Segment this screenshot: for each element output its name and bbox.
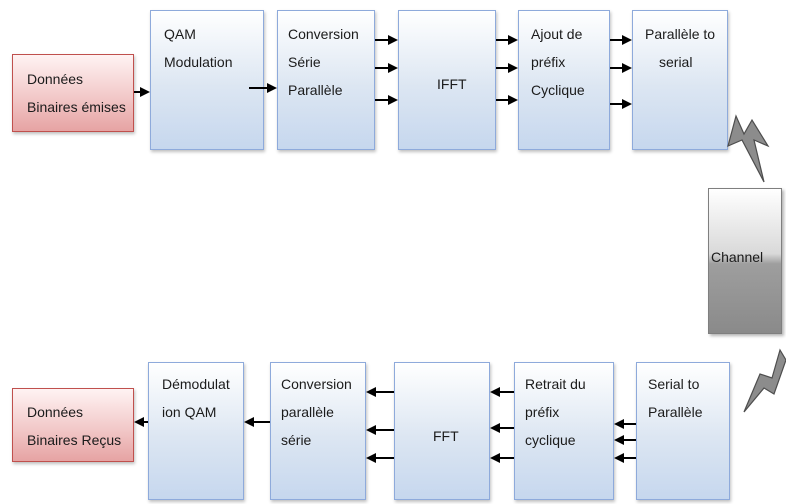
rx-parallel-to-serial-label-line1: Conversion: [281, 376, 352, 392]
serial-to-parallel-label-line3: Parallèle: [288, 82, 343, 98]
rx-parallel-to-serial-label-line2: parallèle: [281, 404, 334, 420]
fft-label: FFT: [433, 428, 459, 444]
cyclic-prefix-remove-label-line2: préfix: [525, 404, 560, 420]
serial-to-parallel-label-line2: Série: [288, 54, 321, 70]
serial-to-parallel-label-line1: Conversion: [288, 26, 359, 42]
qam-demodulation-block: Démodulat ion QAM: [148, 362, 244, 500]
cyclic-prefix-remove-label-line1: Retrait du: [525, 376, 586, 392]
cyclic-prefix-remove-label-line3: cyclique: [525, 432, 576, 448]
output-data-label-line1: Données: [27, 404, 84, 420]
ifft-block: IFFT: [398, 10, 496, 150]
cyclic-prefix-add-label-line1: Ajout de: [531, 26, 583, 42]
parallel-to-serial-label-line2: serial: [659, 54, 693, 70]
output-data-label-line2: Binaires Reçus: [27, 432, 122, 448]
fft-block: FFT: [394, 362, 490, 500]
cyclic-prefix-remove-block: Retrait du préfix cyclique: [514, 362, 614, 500]
output-data-block: Données Binaires Reçus: [12, 388, 134, 462]
rx-parallel-to-serial-label-line3: série: [281, 432, 312, 448]
lightning-bolt-icon: [743, 348, 786, 413]
qam-modulation-label-line2: Modulation: [164, 54, 233, 70]
ifft-label: IFFT: [437, 76, 467, 92]
rx-serial-to-parallel-label-line1: Serial to: [648, 376, 700, 392]
cyclic-prefix-add-label-line3: Cyclique: [531, 82, 585, 98]
parallel-to-serial-label-line1: Parallèle to: [645, 26, 716, 42]
rx-parallel-to-serial-block: Conversion parallèle série: [270, 362, 366, 500]
cyclic-prefix-add-label-line2: préfix: [531, 54, 566, 70]
input-data-label-line1: Données: [27, 71, 84, 87]
qam-demodulation-label-line1: Démodulat: [162, 376, 230, 392]
rx-serial-to-parallel-block: Serial to Parallèle: [636, 362, 730, 500]
input-data-label-line2: Binaires émises: [27, 99, 126, 115]
cyclic-prefix-add-block: Ajout de préfix Cyclique: [518, 10, 610, 150]
parallel-to-serial-block: Parallèle to serial: [632, 10, 728, 150]
input-data-block: Données Binaires émises: [12, 54, 134, 132]
channel-label: Channel: [711, 249, 764, 265]
rx-serial-to-parallel-label-line2: Parallèle: [648, 404, 703, 420]
lightning-bolt-icon: [727, 114, 770, 183]
qam-modulation-label-line1: QAM: [164, 26, 196, 42]
qam-modulation-block: QAM Modulation: [150, 10, 264, 150]
qam-demodulation-label-line2: ion QAM: [162, 404, 217, 420]
channel-block: Channel: [708, 188, 782, 334]
serial-to-parallel-block: Conversion Série Parallèle: [277, 10, 375, 150]
